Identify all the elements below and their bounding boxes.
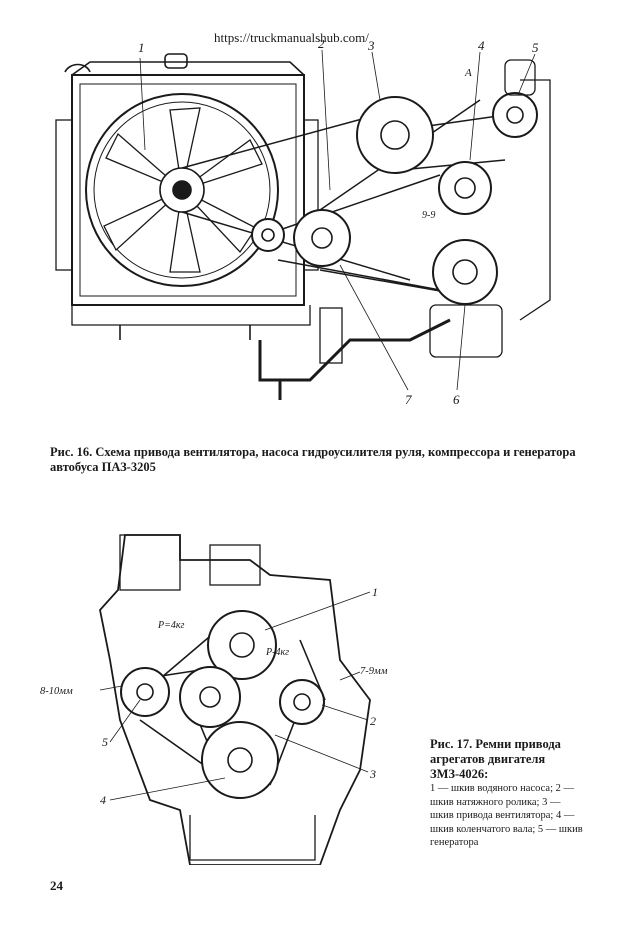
svg-text:5: 5 [532, 40, 539, 55]
fan-blades [103, 107, 263, 273]
figure-17-belt-diagram: 1 2 3 4 5 8-10мм 7-9мм P=4кг P-4кг [40, 534, 388, 865]
svg-text:4: 4 [100, 793, 106, 807]
svg-text:3: 3 [367, 40, 375, 53]
svg-text:2: 2 [370, 714, 376, 728]
svg-text:8-10мм: 8-10мм [40, 686, 73, 697]
svg-text:P=4кг: P=4кг [157, 620, 185, 631]
svg-text:P-4кг: P-4кг [265, 647, 289, 658]
pipes [258, 318, 451, 400]
figure-17-legend: 1 — шкив водяного насоса; 2 — шкив натяж… [430, 783, 583, 848]
svg-text:7: 7 [405, 392, 412, 407]
svg-text:1: 1 [372, 585, 378, 599]
pulleys [120, 610, 325, 799]
figure-16-drive-diagram: 1 2 3 4 5 6 7 А 9-9 [55, 40, 551, 407]
pulleys [251, 92, 538, 305]
svg-text:9-9: 9-9 [422, 210, 435, 221]
figure-16-caption: Рис. 16. Схема привода вентилятора, насо… [50, 445, 576, 474]
page-number: 24 [50, 878, 63, 893]
svg-text:6: 6 [453, 392, 460, 407]
svg-text:1: 1 [138, 40, 145, 55]
svg-text:5: 5 [102, 735, 108, 749]
source-url: https://truckmanualshub.com/ [214, 30, 369, 45]
svg-text:2: 2 [318, 40, 325, 51]
figure-17-title: Рис. 17. Ремни привода агрегатов двигате… [430, 737, 561, 781]
svg-text:4: 4 [478, 40, 485, 53]
svg-text:А: А [464, 67, 472, 79]
filler-cap [164, 53, 188, 69]
engine-outline [99, 534, 371, 865]
fan-shroud [85, 93, 279, 287]
svg-text:3: 3 [369, 767, 376, 781]
svg-text:7-9мм: 7-9мм [360, 666, 388, 677]
figure-17-caption: Рис. 17. Ремни привода агрегатов двигате… [430, 737, 586, 850]
